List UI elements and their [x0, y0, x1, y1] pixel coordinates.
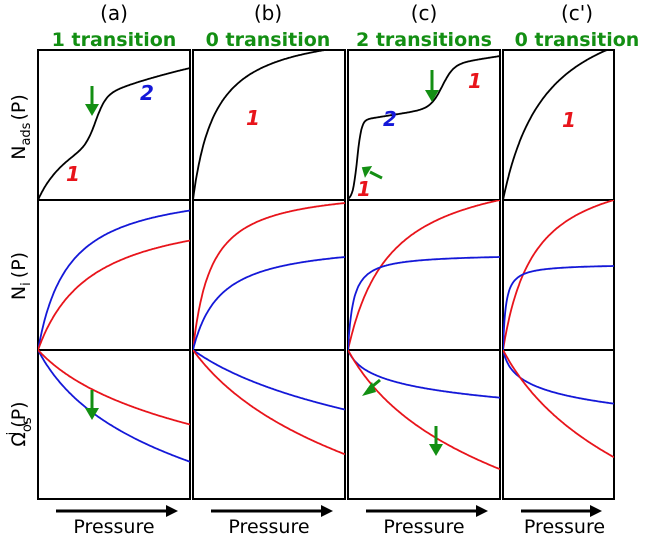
branch-label-cp-1: 1 [562, 108, 576, 132]
curve-a-ni-red [38, 239, 190, 350]
x-label-pressure-2: Pressure [383, 516, 464, 537]
arrow-a-ads [85, 86, 99, 116]
arrow-a-om [85, 390, 99, 420]
curve-a-om-blue [38, 350, 190, 463]
branch-label-c-2: 2 [383, 107, 397, 131]
pressure-axes: Pressure Pressure Pressure Pressure [56, 505, 605, 537]
panel-column-frame-2 [347, 49, 501, 500]
curve-c-ni-blue [348, 256, 500, 350]
curve-cp-ni-blue [503, 265, 614, 350]
branch-label-a-2: 2 [140, 81, 154, 105]
transition-label-b: 0 transition [206, 29, 331, 51]
curve-c-ads-black [348, 55, 500, 200]
arrows [85, 70, 443, 456]
curve-a-ni-blue [38, 209, 190, 350]
y-label-omega: Ωosi(P) [5, 401, 35, 446]
svg-text:Ni(P): Ni(P) [8, 252, 34, 300]
panel-column-frame-1 [192, 49, 346, 500]
panel-column-frame-3 [502, 49, 615, 500]
branch-label-b-1: 1 [246, 106, 260, 130]
transition-label-a: 1 transition [52, 29, 177, 51]
curve-b-ads-black [193, 50, 345, 200]
x-label-pressure-3: Pressure [524, 516, 605, 537]
arrow-c-om-right [429, 426, 443, 456]
branch-label-c-1-top: 1 [468, 69, 482, 93]
transition-label-c: 2 transitions [356, 29, 492, 51]
curve-c-ni-red [348, 200, 500, 350]
curve-cp-ads-black [503, 50, 614, 200]
curve-b-om-blue [193, 350, 345, 411]
y-label-nads: Nads(P) [8, 94, 34, 160]
arrow-c-om-left [362, 378, 381, 396]
pressure-arrow-head-3 [590, 505, 602, 517]
x-label-pressure-1: Pressure [228, 516, 309, 537]
arrow-c-ads-top [425, 70, 439, 102]
column-label-c: (c) [411, 1, 438, 25]
svg-text:Nads(P): Nads(P) [8, 94, 34, 160]
column-label-c-prime: (c') [561, 1, 593, 25]
y-label-ni: Ni(P) [8, 252, 34, 300]
curve-b-ni-blue [193, 256, 345, 350]
curve-cp-om-red [503, 350, 614, 459]
pressure-arrow-head-0 [166, 505, 178, 517]
branch-label-c-1-bottom: 1 [357, 177, 371, 201]
curve-b-ni-red [193, 202, 345, 350]
arrow-c-ads-bottom [361, 165, 383, 180]
curve-a-om-red [38, 350, 190, 426]
column-label-a: (a) [100, 1, 128, 25]
panel-column-frame-0 [37, 49, 191, 500]
pressure-arrow-head-2 [476, 505, 488, 517]
panel-frames [37, 49, 615, 500]
curve-c-om-red [348, 350, 500, 471]
column-label-b: (b) [254, 1, 282, 25]
pressure-arrow-head-1 [321, 505, 333, 517]
curve-cp-ni-red [503, 200, 614, 350]
curve-c-om-blue [348, 350, 500, 399]
transition-label-c-prime: 0 transition [515, 29, 640, 51]
branch-label-a-1: 1 [66, 162, 80, 186]
curve-a-ads-black [38, 67, 190, 200]
svg-text:Ωosi(P): Ωosi(P) [5, 401, 35, 446]
curve-b-om-red [193, 350, 345, 456]
curves [38, 50, 614, 471]
x-label-pressure-0: Pressure [73, 516, 154, 537]
